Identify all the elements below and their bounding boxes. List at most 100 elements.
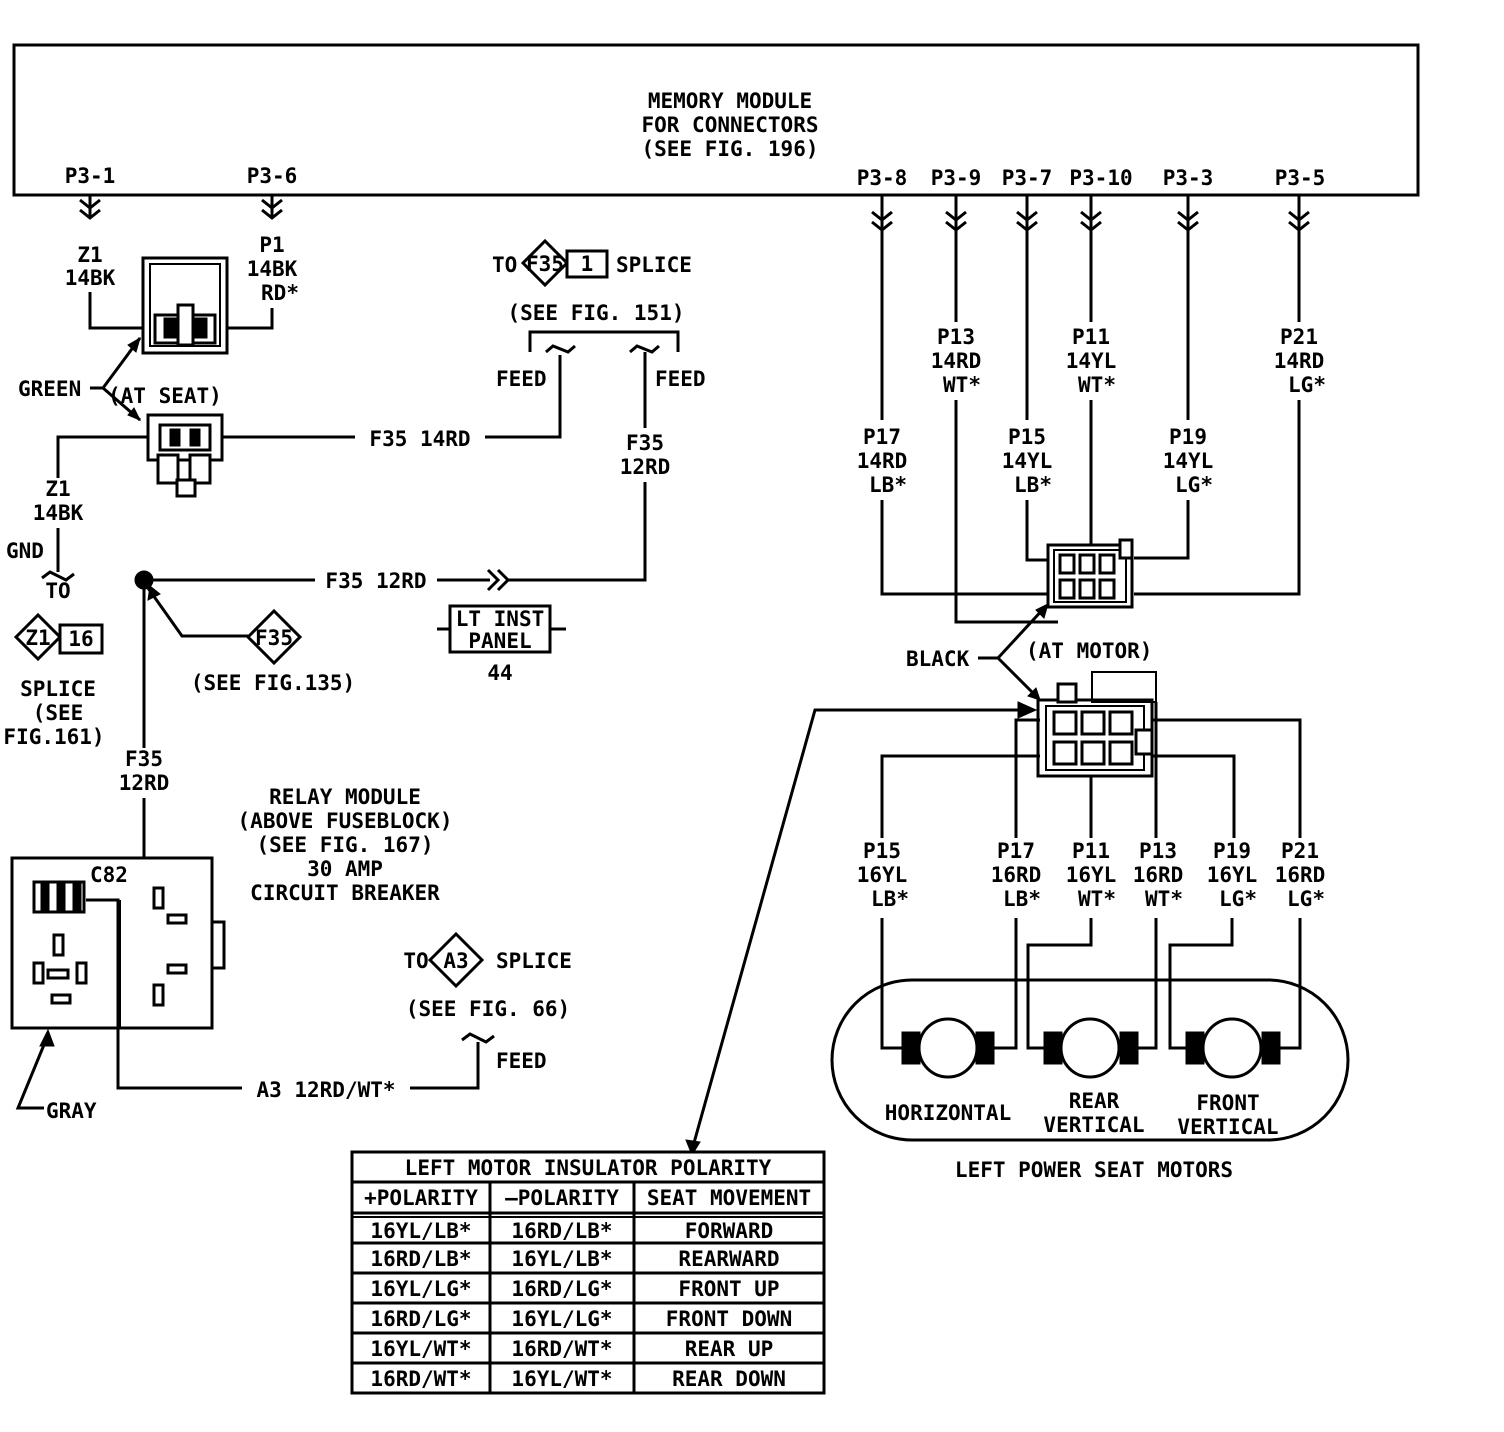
module-title-line2: FOR CONNECTORS — [641, 113, 818, 137]
splice-a3: A3 — [427, 931, 485, 989]
motor-rear-label-1: REAR — [1069, 1089, 1120, 1113]
pin-p3-3: P3-3 — [1163, 166, 1214, 190]
wire-p13-top-3: WT* — [943, 373, 981, 397]
svg-text:F35: F35 — [255, 626, 293, 650]
wire-p13-bot-2: 16RD — [1133, 863, 1184, 887]
wire-f35-12rd-left-1: F35 — [125, 747, 163, 771]
relay-line4: 30 AMP — [307, 857, 383, 881]
table-row-1-plus: 16YL/LB* — [370, 1219, 471, 1243]
label-feed-a3: FEED — [496, 1049, 547, 1073]
wire-p15-bot-2: 16YL — [857, 863, 908, 887]
label-black: BLACK — [906, 647, 970, 671]
pin-p3-5: P3-5 — [1275, 166, 1326, 190]
see-fig-151: (SEE FIG. 151) — [507, 301, 684, 325]
relay-line3: (SEE FIG. 167) — [256, 833, 433, 857]
wire-p19-bot-2: 16YL — [1207, 863, 1258, 887]
motor-connector-lower — [1036, 671, 1157, 778]
wire-p13-top-2: 14RD — [931, 349, 982, 373]
table-row-6-movement: REAR DOWN — [672, 1367, 786, 1391]
wire-p1-top-1: P1 — [259, 233, 284, 257]
wire-p19-top-1: P19 — [1169, 425, 1207, 449]
module-title-line1: MEMORY MODULE — [648, 89, 812, 113]
table-row-6-minus: 16YL/WT* — [511, 1367, 612, 1391]
table-header-movement: SEAT MOVEMENT — [647, 1186, 811, 1210]
table-row-3-plus: 16YL/LG* — [370, 1277, 471, 1301]
pin-p3-6: P3-6 — [247, 164, 298, 188]
wire-p19-top-3: LG* — [1175, 473, 1213, 497]
label-at-motor: (AT MOTOR) — [1026, 639, 1152, 663]
label-feed-left: FEED — [496, 367, 547, 391]
wire-p21-top-1: P21 — [1280, 325, 1318, 349]
motor-front-label-2: VERTICAL — [1177, 1115, 1278, 1139]
z1-splice-line1: SPLICE — [20, 677, 96, 701]
motors-title: LEFT POWER SEAT MOTORS — [955, 1158, 1233, 1182]
wire-p15-top-2: 14YL — [1002, 449, 1053, 473]
svg-text:PANEL: PANEL — [468, 629, 531, 653]
inst-panel: LT INST PANEL 44 — [437, 604, 566, 685]
svg-text:1: 1 — [581, 252, 594, 276]
table-row-2-minus: 16YL/LB* — [511, 1247, 612, 1271]
table-row-1-movement: FORWARD — [685, 1219, 774, 1243]
table-header-plus: +POLARITY — [364, 1186, 478, 1210]
pin-p3-9: P3-9 — [931, 166, 982, 190]
polarity-table: LEFT MOTOR INSULATOR POLARITY +POLARITY … — [350, 1150, 826, 1395]
wire-a3: A3 12RD/WT* — [256, 1078, 395, 1102]
wire-p21-bot-2: 16RD — [1275, 863, 1326, 887]
z1-splice-line2: (SEE — [33, 701, 84, 725]
seat-connector-upper — [141, 256, 229, 355]
table-row-3-minus: 16RD/LG* — [511, 1277, 612, 1301]
table-row-3-movement: FRONT UP — [678, 1277, 779, 1301]
wire-p15-bot-1: P15 — [863, 839, 901, 863]
splice-z1-16: Z1 16 — [13, 612, 104, 662]
label-at-seat: (AT SEAT) — [108, 384, 222, 408]
wire-p15-top-1: P15 — [1008, 425, 1046, 449]
wire-p1-top-2: 14BK — [247, 257, 298, 281]
table-row-2-plus: 16RD/LB* — [370, 1247, 471, 1271]
pin-p3-10: P3-10 — [1069, 166, 1132, 190]
wire-p11-top-3: WT* — [1078, 373, 1116, 397]
label-c82: C82 — [90, 863, 128, 887]
wire-p11-top-2: 14YL — [1066, 349, 1117, 373]
z1-splice-line3: FIG.161) — [3, 725, 104, 749]
pin-p3-8: P3-8 — [857, 166, 908, 190]
wire-f35-12rd-left-2: 12RD — [119, 771, 170, 795]
wire-p19-bot-1: P19 — [1213, 839, 1251, 863]
relay-module — [10, 856, 226, 1030]
wire-z1-top-1: Z1 — [77, 243, 102, 267]
table-row-4-minus: 16YL/LG* — [511, 1307, 612, 1331]
motor-connector-upper — [1046, 538, 1134, 609]
wire-p21-top-2: 14RD — [1274, 349, 1325, 373]
relay-line2: (ABOVE FUSEBLOCK) — [238, 809, 453, 833]
wire-p13-bot-1: P13 — [1139, 839, 1177, 863]
motor-rear-vertical — [1043, 1017, 1139, 1079]
table-row-6-plus: 16RD/WT* — [370, 1367, 471, 1391]
relay-line5: CIRCUIT BREAKER — [250, 881, 440, 905]
motor-rear-label-2: VERTICAL — [1043, 1113, 1144, 1137]
splice-f35: F35 — [245, 608, 303, 666]
wire-z1-gnd-2: 14BK — [33, 501, 84, 525]
wire-f35-12rd-vert-1: F35 — [626, 431, 664, 455]
module-title-line3: (SEE FIG. 196) — [641, 137, 818, 161]
svg-text:Z1: Z1 — [25, 626, 50, 650]
wire-p19-top-2: 14YL — [1163, 449, 1214, 473]
table-row-5-movement: REAR UP — [685, 1337, 774, 1361]
wire-p21-bot-3: LG* — [1287, 887, 1325, 911]
motor-front-vertical — [1185, 1017, 1281, 1079]
wire-p17-bot-2: 16RD — [991, 863, 1042, 887]
wire-p17-top-2: 14RD — [857, 449, 908, 473]
wire-p11-bot-1: P11 — [1072, 839, 1110, 863]
memory-module-box — [12, 43, 1420, 197]
wire-p17-bot-3: LB* — [1003, 887, 1041, 911]
svg-text:F35: F35 — [526, 252, 564, 276]
wire-f35-14rd: F35 14RD — [369, 427, 470, 451]
table-row-4-plus: 16RD/LG* — [370, 1307, 471, 1331]
wire-p15-bot-3: LB* — [871, 887, 909, 911]
table-row-1-minus: 16RD/LB* — [511, 1219, 612, 1243]
wire-z1-gnd-1: Z1 — [45, 477, 70, 501]
table-row-2-movement: REARWARD — [678, 1247, 779, 1271]
see-fig-66: (SEE FIG. 66) — [406, 997, 570, 1021]
wire-p17-top-1: P17 — [863, 425, 901, 449]
table-title: LEFT MOTOR INSULATOR POLARITY — [405, 1156, 772, 1180]
wire-p11-top-1: P11 — [1072, 325, 1110, 349]
